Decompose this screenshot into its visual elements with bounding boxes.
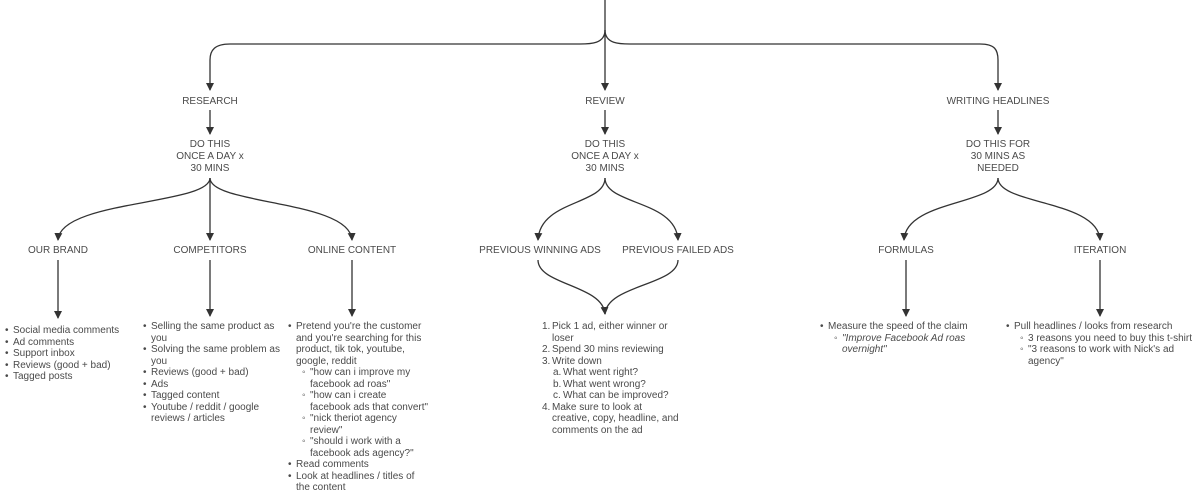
list-item: 3.Write down a.What went right? b.What w… <box>542 356 692 402</box>
iteration-list: Pull headlines / looks from research 3 r… <box>1006 321 1198 367</box>
list-item: Reviews (good + bad) <box>143 367 283 379</box>
node-research: RESEARCH <box>182 96 238 107</box>
node-competitors: COMPETITORS <box>173 245 247 256</box>
formulas-list: Measure the speed of the claim "Improve … <box>820 321 1010 356</box>
arrow-iteration <box>997 177 1104 241</box>
node-previous-failed-ads: PREVIOUS FAILED ADS <box>622 245 734 256</box>
arrow-failed-ads <box>604 177 682 241</box>
node-formulas: FORMULAS <box>878 245 934 256</box>
branch-writing <box>604 29 1002 91</box>
node-review: REVIEW <box>585 96 625 107</box>
list-item: Read comments <box>288 459 438 471</box>
node-online-content: ONLINE CONTENT <box>307 245 397 256</box>
arrow-our-brand <box>54 177 211 241</box>
arrow-winning-ads <box>534 177 606 241</box>
list-item: "Improve Facebook Ad roas overnight" <box>834 333 1010 356</box>
node-previous-winning-ads: PREVIOUS WINNING ADS <box>479 245 601 256</box>
node-review-frequency: DO THIS ONCE A DAY x 30 MINS <box>571 139 639 174</box>
list-item: Tagged content <box>143 390 283 402</box>
branch-research <box>206 29 606 91</box>
list-item: Reviews (good + bad) <box>5 360 145 372</box>
node-writing-headlines: WRITING HEADLINES <box>946 96 1050 107</box>
list-item: Tagged posts <box>5 371 145 383</box>
node-research-frequency: DO THIS ONCE A DAY x 30 MINS <box>176 139 244 174</box>
list-item: Pull headlines / looks from research 3 r… <box>1006 321 1198 367</box>
arrow-formulas <box>900 177 999 241</box>
list-item: 3 reasons you need to buy this t-shirt <box>1020 333 1198 345</box>
list-item: Ads <box>143 379 283 391</box>
list-item: a.What went right? <box>553 367 639 378</box>
online-content-list: Pretend you're the customer and you're s… <box>288 321 438 494</box>
list-item: Measure the speed of the claim "Improve … <box>820 321 1010 356</box>
list-item: Pretend you're the customer and you're s… <box>288 321 438 459</box>
node-headlines-frequency: DO THIS FOR 30 MINS AS NEEDED <box>965 139 1031 174</box>
list-item: 2.Spend 30 mins reviewing <box>542 344 664 355</box>
our-brand-list: Social media comments Ad comments Suppor… <box>5 325 145 383</box>
list-item: "3 reasons to work with Nick's ad agency… <box>1020 344 1198 367</box>
list-item: Ad comments <box>5 337 145 349</box>
arrow-online-content <box>209 177 356 241</box>
list-item: c.What can be improved? <box>553 390 669 401</box>
arrow-winning-merge <box>537 259 609 315</box>
node-iteration: ITERATION <box>1073 245 1127 256</box>
list-item: b.What went wrong? <box>553 378 646 390</box>
node-our-brand: OUR BRAND <box>27 245 89 256</box>
list-item: Support inbox <box>5 348 145 360</box>
arrow-failed-merge <box>604 259 679 315</box>
list-item: Social media comments <box>5 325 145 337</box>
